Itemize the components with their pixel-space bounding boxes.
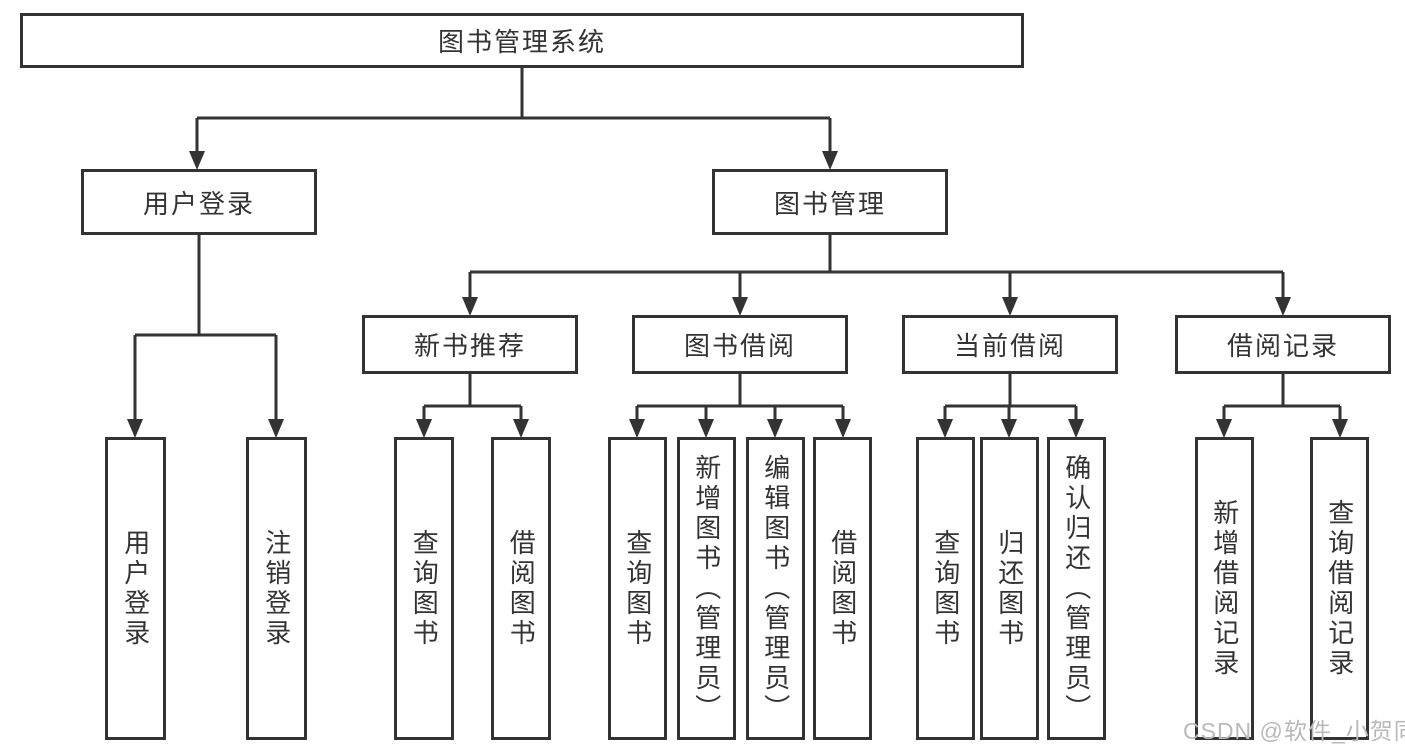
arrowheads [127, 151, 1348, 438]
connector-currentborrow-to-leaves [943, 374, 1078, 421]
leaf-label: 查询借阅记录 [1324, 498, 1355, 679]
leaf-query-books-recommend: 查询图书 [394, 437, 454, 740]
leaf-user-login: 用户登录 [105, 437, 166, 740]
arrow-down-icon [1068, 419, 1084, 438]
node-book-borrowing: 图书借阅 [632, 315, 848, 374]
node-label: 图书管理系统 [437, 27, 606, 57]
leaf-label: 查询图书 [409, 528, 440, 649]
leaf-label: 注销登录 [261, 528, 292, 649]
leaf-label: 新增借阅记录 [1209, 498, 1240, 679]
leaf-add-borrow-record: 新增借阅记录 [1195, 437, 1254, 740]
arrow-down-icon [127, 419, 143, 438]
node-label: 图书借阅 [683, 331, 796, 361]
node-label: 用户登录 [142, 188, 255, 219]
arrow-down-icon [1002, 297, 1018, 316]
arrow-down-icon [416, 419, 432, 438]
leaf-label: 用户登录 [120, 528, 151, 649]
csdn-watermark: CSDN @软件_小贺同学 [1183, 718, 1405, 744]
leaf-edit-book-admin: 编辑图书（管理员） [746, 437, 805, 740]
arrow-down-icon [1332, 419, 1348, 438]
connector-bookborrow-to-leaves [635, 374, 845, 421]
node-borrowing-records: 借阅记录 [1175, 315, 1391, 374]
arrow-down-icon [937, 419, 953, 438]
leaf-query-borrow-record: 查询借阅记录 [1310, 437, 1369, 740]
node-library-system: 图书管理系统 [20, 13, 1024, 68]
node-current-borrowing: 当前借阅 [902, 315, 1118, 374]
node-user-login: 用户登录 [81, 169, 317, 235]
leaf-label: 借阅图书 [506, 528, 537, 649]
arrow-down-icon [268, 419, 284, 438]
arrow-down-icon [732, 297, 748, 316]
arrow-down-icon [462, 297, 478, 316]
node-label: 新书推荐 [413, 331, 526, 361]
arrow-down-icon [1216, 419, 1232, 438]
node-new-book-recommendation: 新书推荐 [362, 315, 578, 374]
arrow-down-icon [513, 419, 529, 438]
arrow-down-icon [822, 151, 838, 170]
leaf-label: 新增图书（管理员） [691, 453, 722, 724]
arrow-down-icon [189, 151, 205, 170]
leaf-label: 编辑图书（管理员） [760, 453, 791, 724]
leaf-borrow-books: 借阅图书 [813, 437, 872, 740]
arrow-down-icon [1275, 297, 1291, 316]
arrow-down-icon [1001, 419, 1017, 438]
leaf-label: 确认归还（管理员） [1061, 453, 1092, 724]
leaf-logout: 注销登录 [246, 437, 307, 740]
leaf-confirm-return-admin: 确认归还（管理员） [1047, 437, 1106, 740]
leaf-label: 借阅图书 [827, 528, 858, 649]
leaf-query-books-current: 查询图书 [916, 437, 975, 740]
connector-newbook-to-leaves [422, 374, 523, 421]
connector-root-to-level2 [195, 68, 832, 153]
arrow-down-icon [629, 419, 645, 438]
node-label: 图书管理 [773, 188, 886, 219]
leaf-add-book-admin: 新增图书（管理员） [677, 437, 736, 740]
connector-bookmgmt-to-level3 [468, 235, 1285, 298]
leaf-label: 查询图书 [930, 528, 961, 649]
leaf-label: 归还图书 [994, 528, 1025, 649]
arrow-down-icon [835, 419, 851, 438]
leaf-query-books-borrow: 查询图书 [608, 437, 667, 740]
connector-borrowrecords-to-leaves [1222, 374, 1342, 421]
node-label: 借阅记录 [1226, 331, 1339, 361]
arrow-down-icon [767, 419, 783, 438]
connector-userlogin-to-leaves [133, 235, 278, 421]
node-book-management: 图书管理 [712, 169, 948, 235]
leaf-borrow-books-recommend: 借阅图书 [491, 437, 551, 740]
leaf-return-book: 归还图书 [980, 437, 1039, 740]
node-label: 当前借阅 [953, 331, 1066, 361]
arrow-down-icon [698, 419, 714, 438]
leaf-label: 查询图书 [622, 528, 653, 649]
